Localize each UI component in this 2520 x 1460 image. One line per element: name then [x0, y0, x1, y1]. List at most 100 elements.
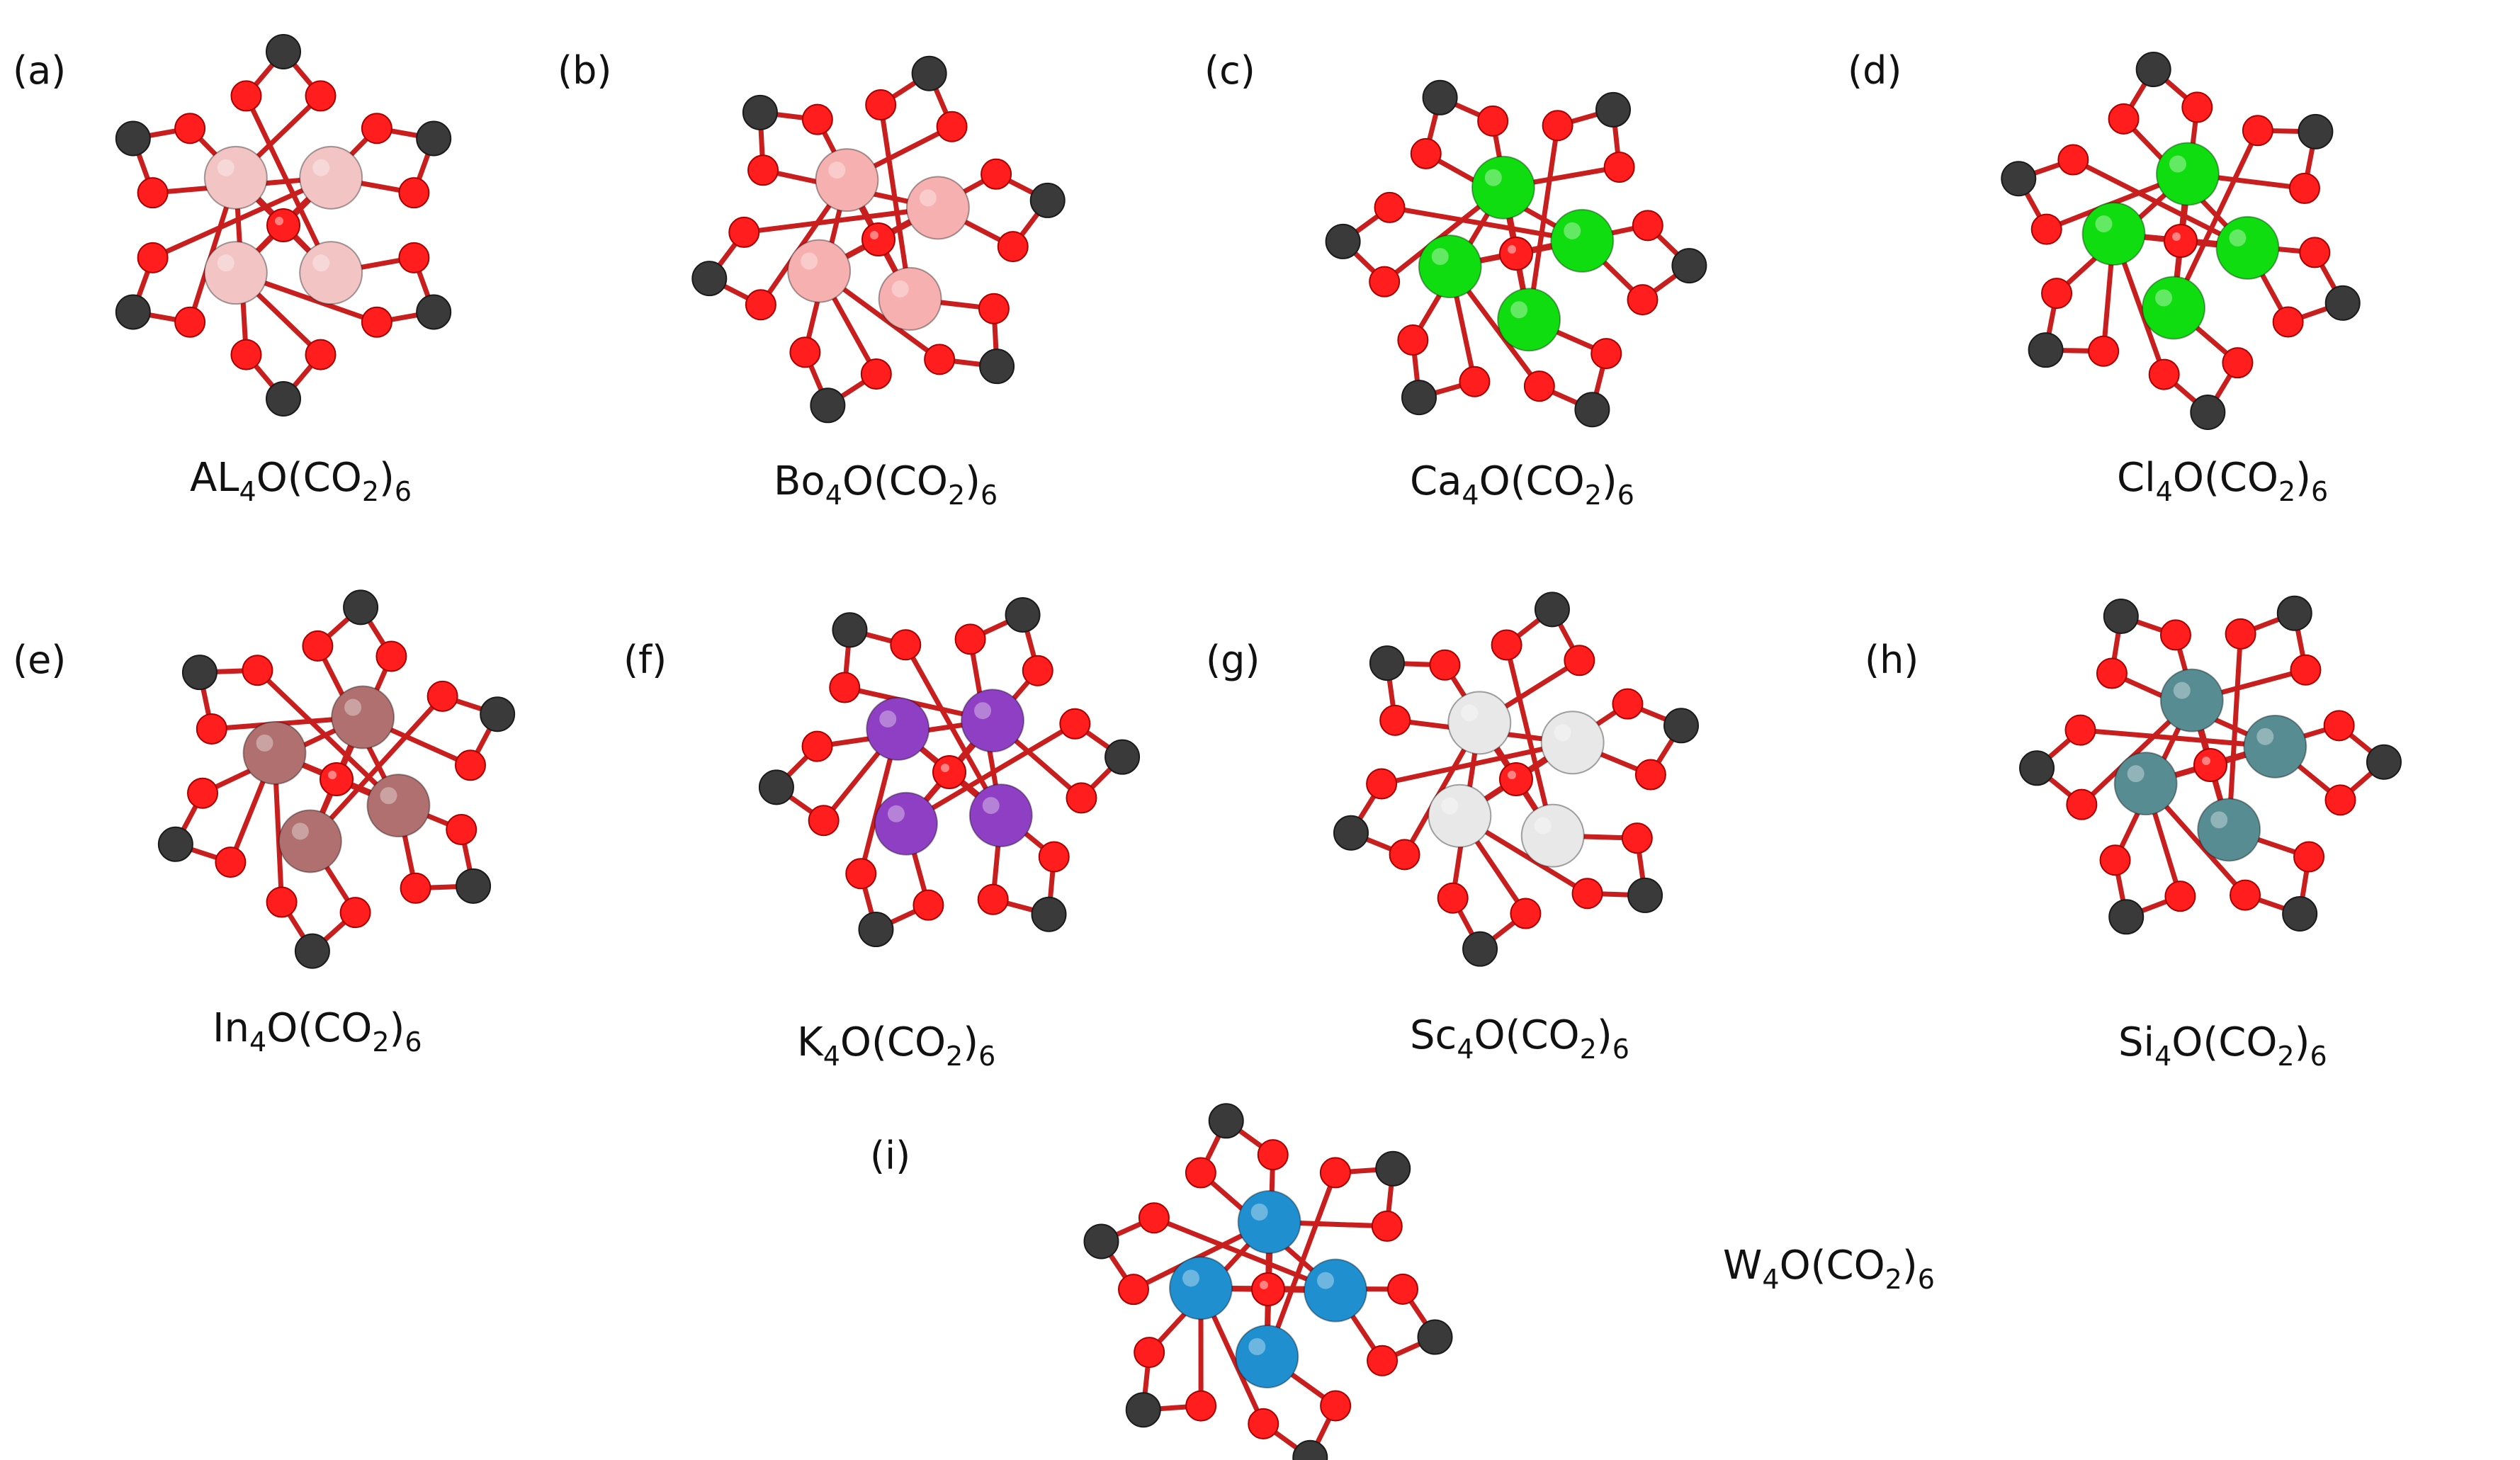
atom-highlight — [1248, 1337, 1266, 1355]
carbon-atom — [691, 261, 728, 297]
carbon-atom — [266, 34, 301, 69]
carbon-atom — [1462, 931, 1498, 967]
panel-e: (e) In4O(CO2)6 — [13, 589, 516, 1058]
metal-atom — [203, 241, 268, 305]
oxygen-atom — [2099, 844, 2131, 876]
oxygen-atom — [2323, 710, 2355, 742]
metal-atom — [1237, 1190, 1301, 1255]
bond — [903, 721, 1078, 827]
carbon-atom — [266, 381, 301, 417]
metal-atom — [1303, 1258, 1367, 1323]
oxygen-atom — [1542, 110, 1573, 142]
atom-highlight — [2172, 232, 2181, 241]
oxygen-atom — [196, 713, 227, 745]
oxygen-atom — [2066, 788, 2098, 820]
molecule-a — [115, 34, 452, 417]
central-oxygen-atom — [2164, 224, 2198, 258]
carbon-atom — [858, 912, 894, 948]
oxygen-atom — [936, 111, 968, 142]
carbon-atom — [1208, 1103, 1244, 1139]
oxygen-atom — [187, 777, 219, 809]
oxygen-atom — [865, 89, 897, 121]
atom-highlight — [2202, 757, 2210, 765]
atom-highlight — [217, 254, 235, 272]
carbon-atom — [2108, 899, 2145, 935]
metal-atom — [968, 783, 1033, 848]
atom-highlight — [2173, 681, 2191, 699]
carbon-atom — [2366, 744, 2402, 780]
atoms — [2019, 595, 2402, 935]
bond — [243, 93, 334, 276]
atom-highlight — [312, 159, 330, 176]
atoms — [1083, 1103, 1453, 1460]
panel-label-f: (f) — [623, 638, 667, 682]
carbon-atom — [480, 696, 516, 732]
carbon-atom — [1005, 596, 1041, 633]
carbon-atom — [2001, 161, 2037, 197]
oxygen-atom — [1185, 1157, 1216, 1189]
metal-atom — [1520, 803, 1585, 868]
oxygen-atom — [1059, 708, 1091, 740]
metal-atom — [2113, 752, 2178, 816]
oxygen-atom — [1367, 1345, 1399, 1376]
atom-highlight — [1182, 1269, 1200, 1287]
molecule-h — [2019, 595, 2402, 935]
carbon-atom — [1369, 645, 1405, 681]
atom-highlight — [919, 189, 937, 207]
metal-atom — [278, 809, 342, 873]
atom-highlight — [291, 822, 309, 840]
carbon-atom — [1417, 1319, 1453, 1355]
oxygen-atom — [361, 113, 392, 145]
metal-atom — [1471, 155, 1535, 220]
caption-c: Ca4O(CO2)6 — [1410, 458, 1634, 511]
caption-a: AL4O(CO2)6 — [190, 455, 412, 507]
oxygen-atom — [2148, 358, 2180, 390]
caption-g: Sc4O(CO2)6 — [1410, 1012, 1629, 1065]
panel-label-c: (c) — [1204, 48, 1255, 93]
oxygen-atom — [2088, 335, 2120, 367]
atoms — [2001, 52, 2361, 430]
atom-highlight — [891, 280, 909, 298]
metal-atom — [2197, 798, 2261, 862]
central-oxygen-atom — [1251, 1272, 1285, 1306]
metal-atom — [874, 791, 938, 856]
oxygen-atom — [1612, 688, 1644, 720]
oxygen-atom — [1038, 841, 1070, 873]
atom-highlight — [1260, 1281, 1268, 1289]
oxygen-atom — [981, 158, 1012, 190]
bond — [878, 102, 913, 302]
oxygen-atom — [1410, 137, 1442, 169]
atoms — [157, 589, 516, 969]
panel-i: (i) W4O(CO2)6 — [870, 1103, 1935, 1460]
atom-highlight — [801, 252, 818, 270]
oxygen-atom — [2164, 881, 2196, 912]
panel-h: (h) Si4O(CO2)6 — [1865, 595, 2402, 1072]
oxygen-atom — [230, 339, 262, 370]
oxygen-atom — [1138, 1202, 1170, 1234]
oxygen-atom — [2225, 618, 2256, 650]
oxygen-atom — [2299, 237, 2331, 268]
panel-label-i: (i) — [870, 1133, 910, 1178]
molecule-g — [1333, 592, 1700, 967]
oxygen-atom — [997, 231, 1029, 263]
caption-i: W4O(CO2)6 — [1723, 1243, 1935, 1295]
carbon-atom — [810, 387, 846, 424]
oxygen-atom — [1389, 839, 1420, 871]
caption-e: In4O(CO2)6 — [213, 1005, 422, 1058]
oxygen-atom — [339, 897, 371, 929]
bond — [2070, 157, 2250, 251]
central-oxygen-atom — [266, 208, 300, 242]
atom-highlight — [1534, 817, 1552, 834]
carbon-atom — [1422, 79, 1458, 115]
oxygen-atom — [1571, 878, 1603, 910]
carbon-atom — [1671, 248, 1707, 284]
bond — [254, 667, 401, 808]
bond — [2171, 128, 2261, 310]
atom-highlight — [982, 797, 1000, 815]
atom-highlight — [256, 734, 273, 752]
oxygen-atom — [305, 339, 337, 370]
carbon-atom — [911, 55, 947, 91]
atom-highlight — [2229, 229, 2247, 247]
carbon-atom — [456, 868, 492, 904]
carbon-atom — [1125, 1392, 1161, 1428]
